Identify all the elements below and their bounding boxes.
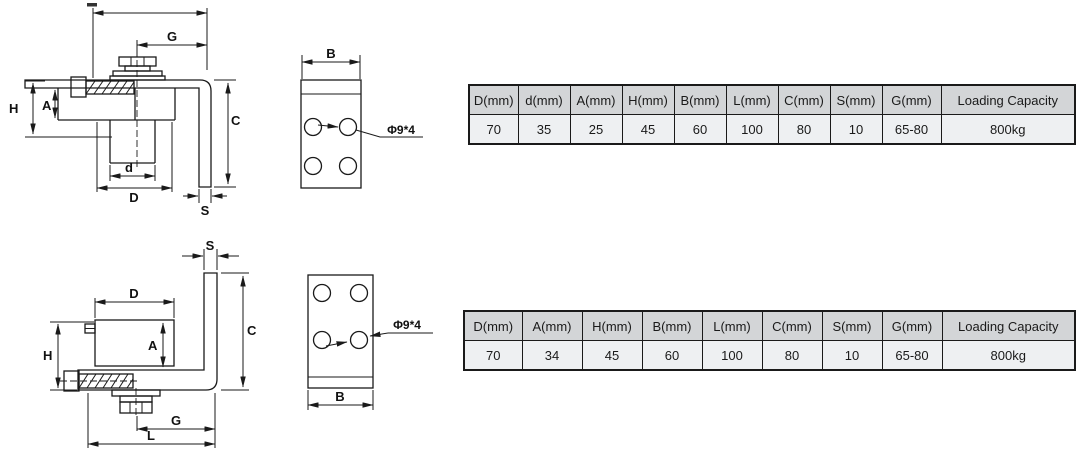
dimension-lines: S D A H C G L: [43, 240, 257, 448]
value-cell: 800kg: [940, 114, 1076, 145]
col-header: C(mm): [761, 310, 823, 341]
dimension-lines: B: [301, 46, 361, 79]
dim-label-a: A: [148, 338, 158, 353]
value-cell: 80: [761, 340, 823, 371]
bolt-hole: [338, 156, 358, 176]
bolt-icon: [66, 76, 142, 98]
col-header: S(mm): [829, 84, 883, 115]
value-cell: 100: [725, 114, 779, 145]
diagram-top-front-view: Φ9*4 B: [300, 46, 423, 189]
value-cell: 80: [777, 114, 831, 145]
value-cell: 25: [569, 114, 623, 145]
col-header: d(mm): [517, 84, 571, 115]
bolt-holes: [312, 283, 369, 350]
bolt-hole: [312, 330, 332, 350]
clipped-label-stub: [87, 3, 97, 7]
col-header: Loading Capacity: [941, 310, 1076, 341]
spec-table-bottom: D(mm) A(mm) H(mm) B(mm) L(mm) C(mm) S(mm…: [463, 310, 1076, 371]
table-value-row: 70 34 45 60 100 80 10 65-80 800kg: [463, 340, 1076, 371]
spec-table-top: D(mm) d(mm) A(mm) H(mm) B(mm) L(mm) C(mm…: [468, 84, 1076, 145]
dim-label-h: H: [43, 348, 52, 363]
bracket-outline: [24, 79, 212, 188]
table-header-row: D(mm) d(mm) A(mm) H(mm) B(mm) L(mm) C(mm…: [468, 84, 1076, 115]
dim-label-g: G: [171, 413, 181, 428]
dim-label-b: B: [335, 389, 344, 404]
value-cell: 70: [463, 340, 523, 371]
value-cell: 60: [641, 340, 703, 371]
col-header: H(mm): [581, 310, 643, 341]
bolt-hole: [303, 117, 323, 137]
col-header: B(mm): [641, 310, 703, 341]
dim-label-s: S: [206, 240, 215, 253]
value-cell: 45: [581, 340, 643, 371]
dim-label-d-big: D: [129, 190, 138, 205]
dim-label-c: C: [247, 323, 257, 338]
dim-label-s: S: [201, 203, 210, 218]
col-header: D(mm): [463, 310, 523, 341]
col-header: B(mm): [673, 84, 727, 115]
dim-label-c: C: [231, 113, 241, 128]
plate-outline: [307, 274, 374, 389]
col-header: S(mm): [821, 310, 883, 341]
col-header: H(mm): [621, 84, 675, 115]
value-cell: 800kg: [941, 340, 1076, 371]
dim-label-l: L: [147, 428, 155, 443]
col-header: G(mm): [881, 310, 943, 341]
nut-icon: [109, 56, 166, 81]
diagram-top-side-view: G H A d D C S: [9, 3, 241, 218]
bolt-hole: [312, 283, 332, 303]
bolt-hole: [349, 330, 369, 350]
value-cell: 10: [829, 114, 883, 145]
hole-callout-leader: Φ9*4: [317, 123, 423, 138]
plate-outline: [300, 79, 362, 189]
col-header: D(mm): [468, 84, 519, 115]
hole-callout-label: Φ9*4: [393, 318, 421, 332]
hole-callout-label: Φ9*4: [387, 123, 415, 137]
dimension-lines: B: [307, 389, 374, 410]
col-header: L(mm): [701, 310, 763, 341]
value-cell: 35: [517, 114, 571, 145]
dim-label-b: B: [326, 46, 335, 61]
dim-label-a: A: [42, 98, 52, 113]
col-header: A(mm): [521, 310, 583, 341]
dim-label-d-small: d: [125, 160, 133, 175]
hole-callout-leader: Φ9*4: [325, 318, 433, 347]
col-header: G(mm): [881, 84, 942, 115]
table-value-row: 70 35 25 45 60 100 80 10 65-80 800kg: [468, 114, 1076, 145]
value-cell: 60: [673, 114, 727, 145]
bolt-hole: [349, 283, 369, 303]
table-header-row: D(mm) A(mm) H(mm) B(mm) L(mm) C(mm) S(mm…: [463, 310, 1076, 341]
bolt-hole: [338, 117, 358, 137]
value-cell: 100: [701, 340, 763, 371]
value-cell: 65-80: [881, 340, 943, 371]
value-cell: 10: [821, 340, 883, 371]
diagram-bottom-side-view: S D A H C G L: [43, 240, 257, 448]
dim-label-g: G: [167, 29, 177, 44]
col-header: L(mm): [725, 84, 779, 115]
bolt-icon: [60, 370, 138, 392]
bolt-hole: [303, 156, 323, 176]
clamp-block: [84, 319, 175, 367]
col-header: Loading Capacity: [940, 84, 1076, 115]
clamp-block: [57, 88, 176, 164]
col-header: C(mm): [777, 84, 831, 115]
value-cell: 65-80: [881, 114, 942, 145]
bolt-holes: [303, 117, 358, 176]
col-header: A(mm): [569, 84, 623, 115]
value-cell: 45: [621, 114, 675, 145]
bracket-outline: [77, 272, 218, 391]
value-cell: 70: [468, 114, 519, 145]
dim-label-h: H: [9, 101, 18, 116]
dim-label-d: D: [129, 286, 138, 301]
value-cell: 34: [521, 340, 583, 371]
dimension-lines: G H A d D C S: [9, 3, 241, 218]
diagram-bottom-front-view: Φ9*4 B: [307, 274, 433, 410]
